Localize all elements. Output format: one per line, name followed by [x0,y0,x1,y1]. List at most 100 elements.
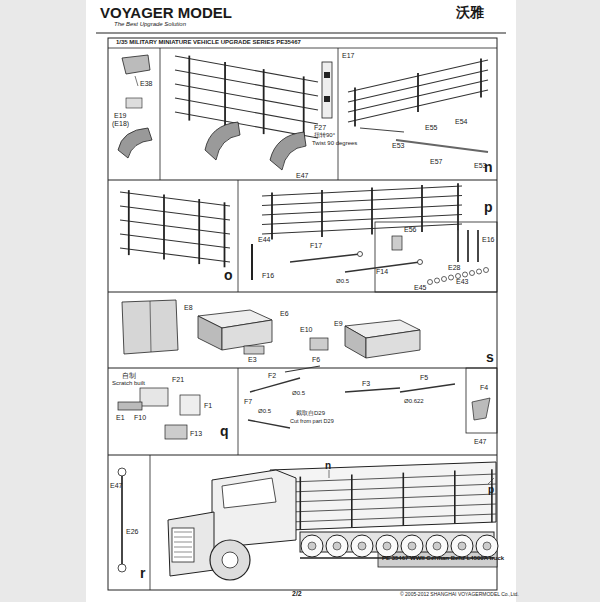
side-board-slat [290,484,496,492]
panel-divider [108,180,497,181]
box-side [345,326,366,358]
part-label: Ø0.5 [258,408,271,415]
side-board-post [354,87,356,126]
road-wheel [301,535,323,557]
leader-line [488,478,494,484]
part-f6 [285,366,320,372]
part-e8 [122,300,178,354]
leader-line [329,470,330,478]
wheel-hub [308,542,316,550]
step-letter: p [484,200,493,215]
chain-link [442,277,447,282]
side-board-slat [175,70,318,96]
side-board-post [188,56,190,121]
part-label: Twist 90 degrees [312,140,357,147]
road-wheel [351,535,373,557]
part-e16 [477,230,479,262]
part-label: E26 [126,528,138,536]
fold-line [150,301,151,352]
part-label: E16 [482,236,494,244]
panel-divider [108,455,497,456]
part-e57 [396,140,488,152]
part-label: The Best Upgrade Solution [114,21,186,28]
part-label: E55 [425,124,437,132]
side-board-slat [120,206,230,220]
wheel-hub [222,552,238,568]
side-board-post [163,195,165,260]
side-board-slat [120,234,230,248]
part-f7 [248,420,290,428]
side-board-post [351,475,353,528]
chain-link [484,268,489,273]
part-label: F21 [172,376,184,384]
part-label: E47 [110,482,122,490]
step-letter: n [325,460,331,471]
part-e53 [360,128,404,132]
side-board-slat [290,514,496,522]
side-board-post [198,199,200,264]
part-f5 [400,384,455,392]
part-label: F3 [362,380,370,388]
hole-mark [324,72,330,78]
part-label: F5 [420,374,428,382]
part-label: E43 [456,278,468,286]
part-label: E38 [140,80,152,88]
paper-sheet [86,0,516,602]
grille-bar [174,532,192,533]
side-board-slat [175,98,318,124]
chain-link [477,269,482,274]
part-label: E57 [430,158,442,166]
part-f13 [165,425,187,439]
part-label: Ø0.622 [404,398,424,405]
panel-divider [150,455,151,590]
part-label: E54 [455,118,467,126]
grille-bar [174,542,192,543]
wheel-hub [358,542,366,550]
side-board-slat [262,186,462,196]
panel-divider [238,180,239,292]
panel-divider [238,368,239,455]
side-board-post [480,59,482,98]
side-board-post [321,190,323,237]
chain-link [470,271,475,276]
grille-bar [174,552,192,553]
part-f17 [290,254,360,262]
part-e44 [251,244,253,280]
part-e19 [118,128,152,158]
part-end [118,468,126,476]
sheet-frame [108,38,497,590]
front-wheel [210,540,250,580]
part-e17 [322,62,332,118]
part-label: E47 [474,438,486,446]
grille-bar [174,537,192,538]
part-label: © 2005-2012 SHANGHAI VOYAGERMODEL Co.,Lt… [400,592,519,598]
side-board-post [417,73,419,112]
side-board-post [128,190,130,255]
kit-caption: PE 35467 WWII German Benz L4500A truck [382,555,504,562]
road-wheel [451,535,473,557]
side-board-slat [262,196,462,206]
part-label: F2 [268,372,276,380]
box-side [198,316,222,350]
part-label: F1 [204,402,212,410]
part-f2 [250,378,300,392]
grille-bar [174,547,192,548]
part-label: E10 [300,326,312,334]
sub-panel [466,368,497,433]
step-letter: 沃雅 [456,5,484,20]
rod-end [358,252,363,257]
part-end [118,564,126,572]
radiator-grille [172,528,194,562]
part-f3 [345,388,400,392]
road-wheel [401,535,423,557]
part-label: Ø0.5 [292,390,305,397]
part-e10 [310,338,328,350]
part-label: F17 [310,242,322,250]
part-label: F14 [376,268,388,276]
part-label: E6 [280,310,289,318]
part-label: E3 [248,356,257,364]
step-letter: q [220,424,229,439]
part-e56 [392,236,402,250]
part-label: F16 [262,272,274,280]
side-board-slat [290,504,496,512]
